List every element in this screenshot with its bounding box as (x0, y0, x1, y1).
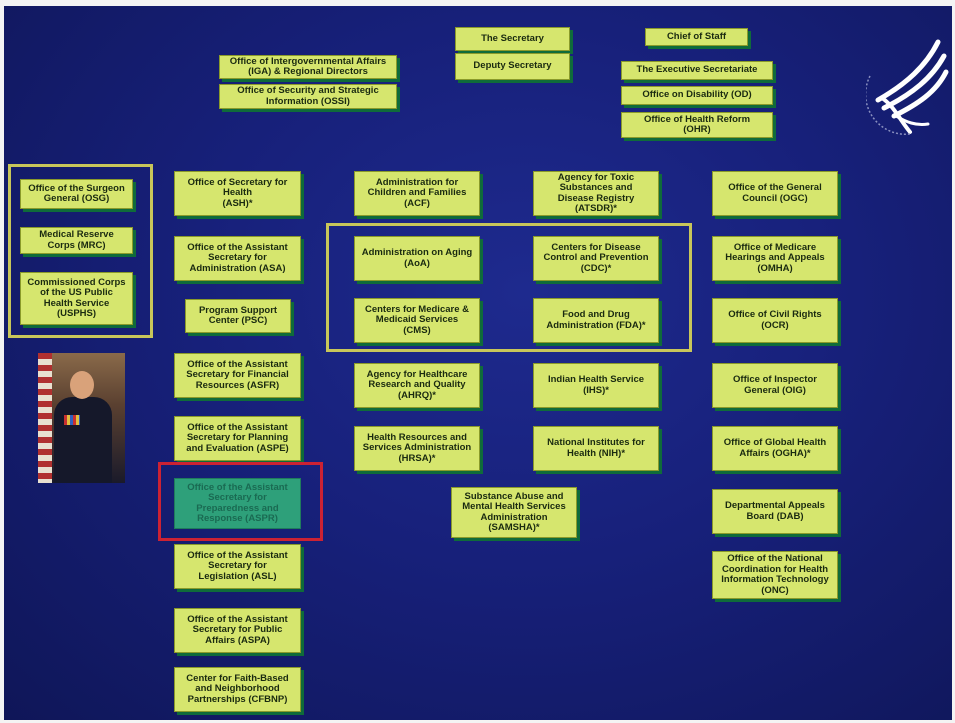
box-ahrq: Agency for Healthcare Research and Quali… (354, 363, 480, 408)
box-psc: Program Support Center (PSC) (185, 299, 291, 333)
box-asa: Office of the Assistant Secretary for Ad… (174, 236, 301, 281)
box-nih: National Institutes for Health (NIH)* (533, 426, 659, 471)
frame-highlight-aspr (158, 462, 323, 541)
box-omha: Office of Medicare Hearings and Appeals … (712, 236, 838, 281)
box-asl: Office of the Assistant Secretary for Le… (174, 544, 301, 589)
box-ash: Office of Secretary for Health (ASH)* (174, 171, 301, 216)
box-samhsa: Substance Abuse and Mental Health Servic… (451, 487, 577, 538)
surgeon-general-portrait (38, 353, 125, 483)
box-ihs: Indian Health Service (IHS)* (533, 363, 659, 408)
box-ossi: Office of Security and Strategic Informa… (219, 84, 397, 109)
box-aspr: Office of the Assistant Secretary for Pr… (174, 478, 301, 529)
box-office-on-disability: Office on Disability (OD) (621, 86, 773, 105)
org-chart: The Secretary Deputy Secretary Chief of … (4, 6, 952, 720)
box-aspe: Office of the Assistant Secretary for Pl… (174, 416, 301, 461)
box-cfbnp: Center for Faith-Based and Neighborhood … (174, 667, 301, 712)
box-cms: Centers for Medicare & Medicaid Services… (354, 298, 480, 343)
box-ogc: Office of the General Council (OGC) (712, 171, 838, 216)
box-fda: Food and Drug Administration (FDA)* (533, 298, 659, 343)
box-aspa: Office of the Assistant Secretary for Pu… (174, 608, 301, 653)
box-ogha: Office of Global Health Affairs (OGHA)* (712, 426, 838, 471)
box-health-reform: Office of Health Reform (OHR) (621, 112, 773, 138)
box-executive-secretariate: The Executive Secretariate (621, 61, 773, 80)
frame-operating-divisions-group (326, 223, 692, 352)
box-cdc: Centers for Disease Control and Preventi… (533, 236, 659, 281)
box-iga: Office of Intergovernmental Affairs (IGA… (219, 55, 397, 79)
hhs-eagle-logo-icon (866, 39, 949, 135)
box-hrsa: Health Resources and Services Administra… (354, 426, 480, 471)
box-atsdr: Agency for Toxic Substances and Disease … (533, 171, 659, 216)
box-deputy-secretary: Deputy Secretary (455, 53, 570, 80)
box-ocr: Office of Civil Rights (OCR) (712, 298, 838, 343)
box-acf: Administration for Children and Families… (354, 171, 480, 216)
frame-surgeon-general-group (8, 164, 153, 338)
box-chief-of-staff: Chief of Staff (645, 28, 748, 46)
box-secretary: The Secretary (455, 27, 570, 51)
box-oig: Office of Inspector General (OIG) (712, 363, 838, 408)
box-dab: Departmental Appeals Board (DAB) (712, 489, 838, 534)
box-osg: Office of the Surgeon General (OSG) (20, 179, 133, 209)
box-mrc: Medical Reserve Corps (MRC) (20, 227, 133, 254)
box-onc: Office of the National Coordination for … (712, 551, 838, 599)
box-usphs: Commissioned Corps of the US Public Heal… (20, 272, 133, 325)
box-asfr: Office of the Assistant Secretary for Fi… (174, 353, 301, 398)
box-aoa: Administration on Aging (AoA) (354, 236, 480, 281)
